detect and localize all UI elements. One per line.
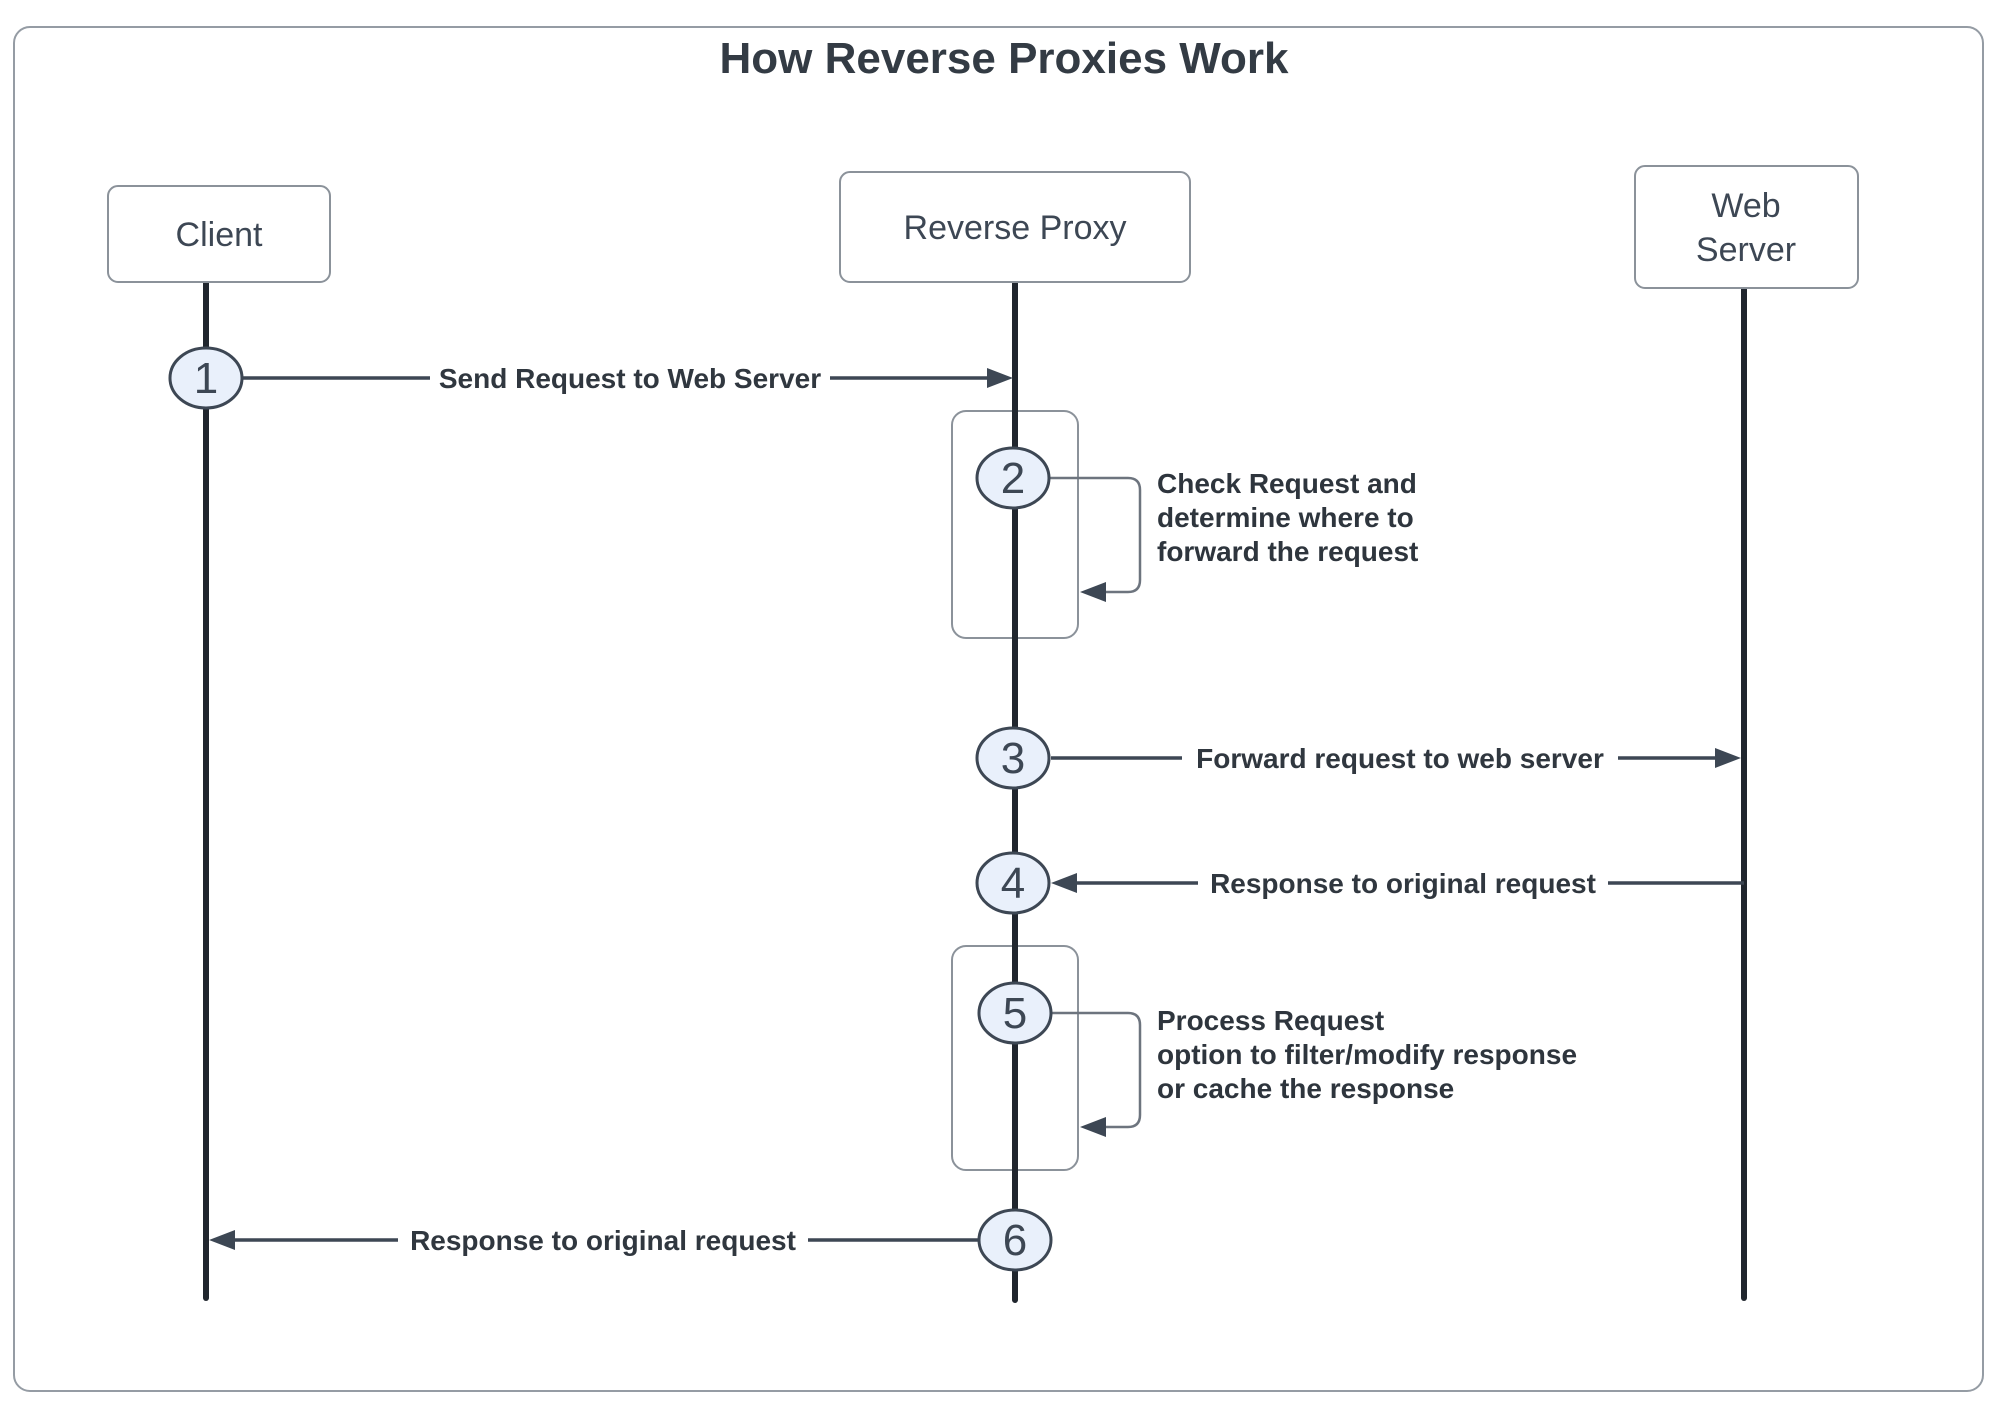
message-2-note-line2: determine where to — [1157, 502, 1414, 533]
step-circle-1: 1 — [168, 346, 244, 410]
page-border — [13, 26, 1984, 1392]
step-circle-6: 6 — [977, 1208, 1053, 1272]
step-circle-2-number: 2 — [1001, 454, 1025, 503]
step-circle-2: 2 — [975, 446, 1051, 510]
message-6-response: Response to original request — [209, 1223, 978, 1257]
message-2-note-line1: Check Request and — [1157, 468, 1417, 499]
message-4-label: Response to original request — [1210, 868, 1596, 899]
message-5-note-line2: option to filter/modify response — [1157, 1039, 1577, 1070]
actor-web-server-label-line1: Web — [1711, 187, 1780, 225]
message-1-label: Send Request to Web Server — [439, 363, 821, 394]
step-circle-5: 5 — [977, 981, 1053, 1045]
actor-client: Client — [107, 185, 331, 283]
actor-client-box — [107, 185, 331, 283]
step-circle-1-number: 1 — [194, 354, 218, 403]
message-1-send-request: Send Request to Web Server — [243, 361, 1013, 395]
message-5-loop-line — [1051, 1011, 1142, 1129]
message-3-arrowhead-icon — [1715, 748, 1741, 768]
step-circle-5-number: 5 — [1003, 989, 1027, 1038]
message-3-label: Forward request to web server — [1196, 743, 1604, 774]
message-2-arrowhead-icon — [1080, 582, 1106, 602]
message-4-label-bg — [1198, 866, 1608, 900]
message-4-arrowhead-icon — [1051, 873, 1077, 893]
message-5-self-loop: Process Request option to filter/modify … — [1051, 1005, 1577, 1137]
step-circle-2-shape — [975, 446, 1051, 510]
message-5-note-line1: Process Request — [1157, 1005, 1384, 1036]
step-circle-1-shape — [168, 346, 244, 410]
message-6-label: Response to original request — [410, 1225, 796, 1256]
step-circle-3-number: 3 — [1001, 734, 1025, 783]
actor-web-server-box — [1634, 165, 1859, 289]
actor-client-label: Client — [176, 216, 263, 254]
message-1-label-bg — [430, 361, 830, 395]
message-2-self-loop: Check Request and determine where to for… — [1049, 468, 1418, 602]
actor-reverse-proxy: Reverse Proxy — [839, 171, 1191, 283]
message-4-response: Response to original request — [1051, 866, 1744, 900]
message-3-label-bg — [1182, 741, 1618, 775]
message-2-loop-line — [1049, 476, 1142, 594]
message-2-note-line3: forward the request — [1157, 536, 1418, 567]
message-1-arrowhead-icon — [987, 368, 1013, 388]
step-circle-4: 4 — [975, 851, 1051, 915]
actor-web-server: Web Server — [1634, 165, 1859, 289]
message-5-arrowhead-icon — [1080, 1117, 1106, 1137]
message-3-forward-request: Forward request to web server — [1051, 741, 1741, 775]
step-circle-3: 3 — [975, 726, 1051, 790]
step-circle-3-shape — [975, 726, 1051, 790]
message-6-arrowhead-icon — [209, 1230, 235, 1250]
message-5-note-line3: or cache the response — [1157, 1073, 1454, 1104]
actor-reverse-proxy-label: Reverse Proxy — [904, 209, 1127, 247]
message-6-label-bg — [398, 1223, 808, 1257]
step-circle-4-shape — [975, 851, 1051, 915]
step-circle-6-shape — [977, 1208, 1053, 1272]
step-circle-6-number: 6 — [1003, 1216, 1027, 1265]
actor-web-server-label-line2: Server — [1696, 231, 1796, 269]
step-circle-4-number: 4 — [1001, 859, 1025, 908]
step-circle-5-shape — [977, 981, 1053, 1045]
actor-reverse-proxy-box — [839, 171, 1191, 283]
page-title: How Reverse Proxies Work — [720, 34, 1290, 83]
